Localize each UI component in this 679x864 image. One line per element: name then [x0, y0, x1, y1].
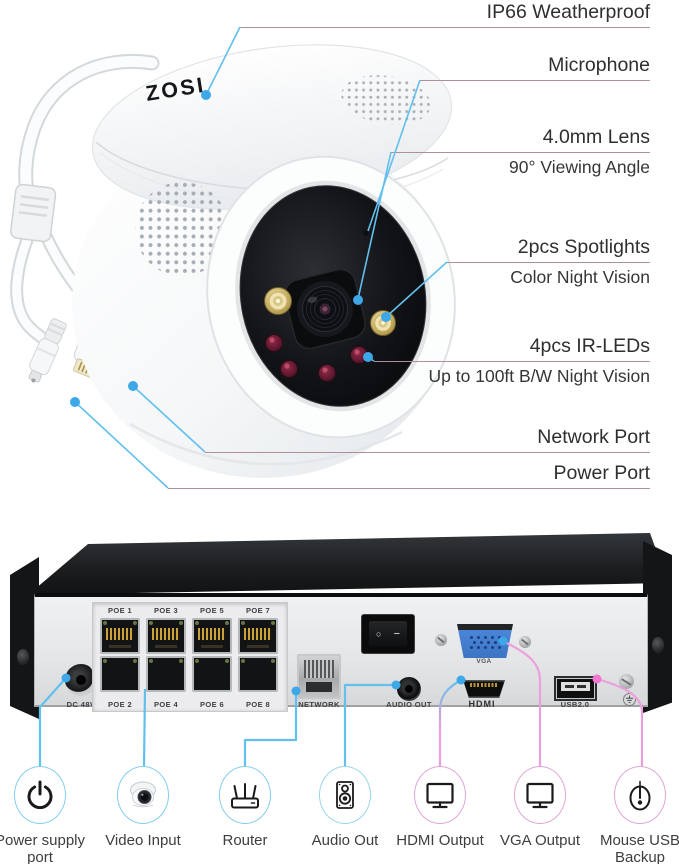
legend-mouse-usb-backup: Mouse USB Backup	[592, 766, 679, 864]
legend-label: Mouse USB Backup	[599, 832, 679, 864]
poe-label: POE 7	[245, 606, 271, 615]
legend-label: Power supply port	[0, 832, 86, 864]
callout-ir-leds: 4pcs IR-LEDs	[374, 334, 650, 362]
legend-video-input: Video Input	[91, 766, 195, 849]
legend-label: Router	[222, 832, 268, 849]
network-label: NETWORK	[298, 700, 340, 709]
poe-label: POE 3	[153, 606, 179, 615]
speaker-icon	[319, 766, 371, 824]
poe-port-3	[146, 618, 186, 654]
lens-module	[284, 268, 366, 350]
audio-out-label: AUDIO OUT	[386, 700, 432, 709]
callout-label: Network Port	[205, 425, 650, 453]
vga-label: VGA	[476, 658, 492, 665]
poe-label: POE 6	[199, 700, 225, 709]
ir-leds	[265, 334, 368, 382]
vga-screw-left	[435, 634, 447, 646]
screw	[652, 637, 664, 653]
microphone-hole	[363, 230, 369, 236]
monitor-icon	[514, 766, 566, 824]
poe-port-5	[192, 618, 232, 654]
screw	[17, 649, 29, 665]
switch-off-symbol: ○	[376, 628, 382, 639]
poe-port-2	[100, 656, 140, 692]
dc-input-label: DC 48V	[66, 700, 96, 709]
audio-out-jack	[397, 677, 421, 701]
poe-label: POE 2	[107, 700, 133, 709]
legend-power-supply-port: Power supply port	[0, 766, 92, 864]
spotlight-right	[370, 310, 396, 336]
router-icon	[219, 766, 271, 824]
usb-port	[554, 676, 597, 701]
callout-power-port: Power Port	[168, 461, 650, 489]
poe-port-1	[100, 618, 140, 654]
vga-screw-right	[519, 636, 531, 648]
callout-lens-sub: 90° Viewing Angle	[509, 157, 650, 177]
legend-audio-out: Audio Out	[293, 766, 397, 849]
ground-symbol-icon	[623, 693, 636, 706]
ground-screw	[619, 674, 634, 689]
callout-ir-leds-sub: Up to 100ft B/W Night Vision	[428, 366, 650, 386]
nvr-top-cover	[28, 533, 668, 595]
poe-port-4	[146, 656, 186, 692]
poe-label: POE 1	[107, 606, 133, 615]
callout-label: 2pcs Spotlights	[447, 235, 650, 263]
callout-label: Microphone	[420, 53, 650, 81]
legend-label: HDMI Output	[396, 832, 484, 849]
power-switch: ○ −	[361, 614, 415, 654]
usb-label: USB2.0	[560, 700, 590, 709]
camera-icon	[117, 766, 169, 824]
hdmi-label: HDMI	[468, 699, 496, 709]
legend-label: VGA Output	[499, 832, 581, 849]
monitor-icon	[414, 766, 466, 824]
callout-label: IP66 Weatherproof	[240, 0, 650, 28]
cable-splitter	[10, 183, 57, 243]
callout-label: 4pcs IR-LEDs	[374, 334, 650, 362]
callout-label: Power Port	[168, 461, 650, 489]
network-port	[297, 654, 341, 699]
legend-router: Router	[193, 766, 297, 849]
callout-label: 4.0mm Lens	[391, 125, 650, 153]
poe-port-7	[238, 618, 278, 654]
legend-label: Audio Out	[311, 832, 379, 849]
camera-body: ZOSI	[72, 44, 456, 478]
mouse-icon	[614, 766, 666, 824]
legend-hdmi-output: HDMI Output	[388, 766, 492, 849]
hdmi-port	[463, 680, 505, 698]
poe-label: POE 8	[245, 700, 271, 709]
power-icon	[14, 766, 66, 824]
callout-ip66-weatherproof: IP66 Weatherproof	[240, 0, 650, 28]
switch-on-symbol: −	[393, 627, 400, 640]
callout-network-port: Network Port	[205, 425, 650, 453]
spotlight-left	[264, 287, 292, 315]
callout-spotlights: 2pcs Spotlights	[447, 235, 650, 263]
poe-label: POE 4	[153, 700, 179, 709]
power-pigtail-connector	[28, 318, 67, 383]
callout-lens: 4.0mm Lens	[391, 125, 650, 153]
speaker-grille	[135, 182, 229, 276]
poe-port-6	[192, 656, 232, 692]
callout-spotlights-sub: Color Night Vision	[510, 267, 650, 287]
poe-port-8	[238, 656, 278, 692]
poe-label: POE 5	[199, 606, 225, 615]
nvr-faceplate: DC 48V POE 1 POE 3 POE 5 POE 7 POE 2 POE…	[34, 593, 648, 712]
vga-port	[457, 624, 513, 658]
nvr-rear-panel: DC 48V POE 1 POE 3 POE 5 POE 7 POE 2 POE…	[10, 533, 672, 725]
callout-microphone: Microphone	[420, 53, 650, 81]
legend-vga-output: VGA Output	[488, 766, 592, 849]
legend-label: Video Input	[105, 832, 181, 849]
